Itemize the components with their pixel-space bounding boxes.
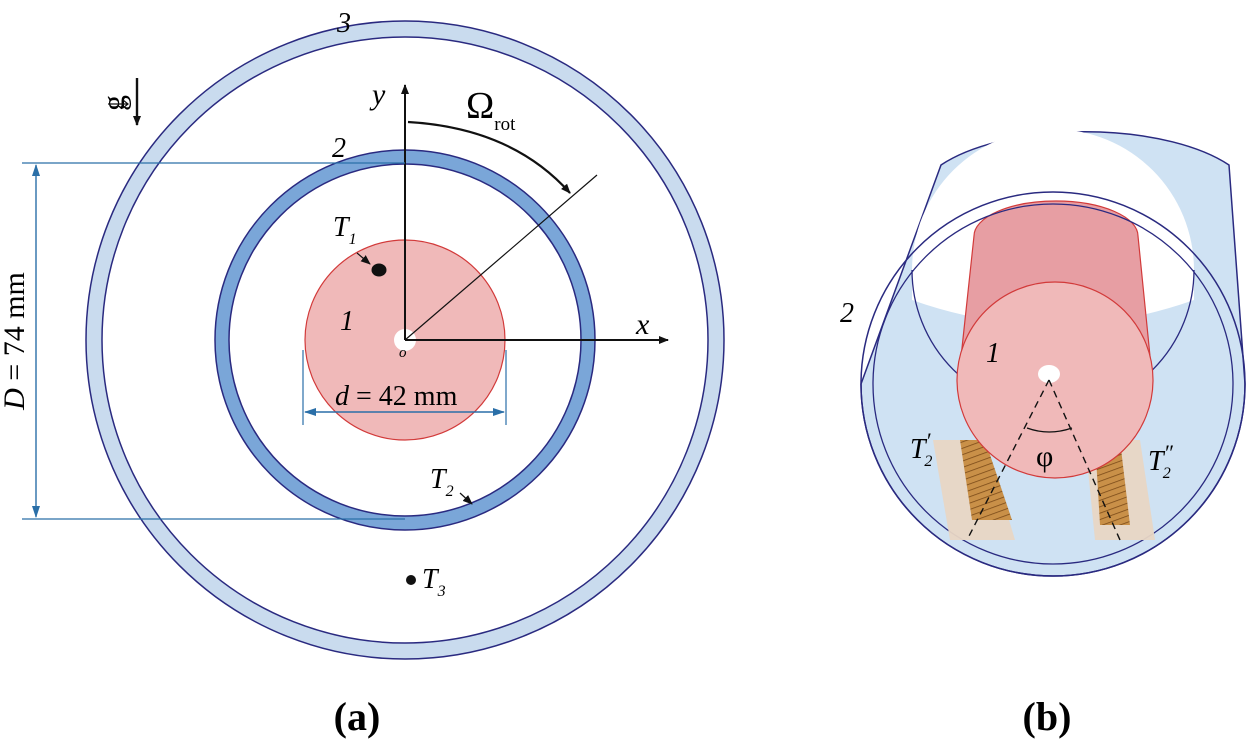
phi-arc <box>1026 427 1073 433</box>
T3-label: T3 <box>422 564 446 600</box>
D-dimension-label: D = 74 mm <box>0 272 31 411</box>
fiber-bundle-left <box>960 440 1012 520</box>
T2-double-prime-label: T″2 <box>1148 440 1174 482</box>
phi-line-left <box>966 379 1050 541</box>
T1-pointer <box>356 252 371 265</box>
rotor-face-hole <box>1038 365 1060 383</box>
y-axis-label: y <box>369 78 386 111</box>
origin-label: o <box>399 345 407 361</box>
ring-3 <box>86 21 724 659</box>
caption-a: (a) <box>334 694 381 739</box>
T2-prime-label: T′2 <box>910 428 932 470</box>
rotation-arrow <box>407 120 571 194</box>
T1-label: T1 <box>333 212 357 248</box>
tube-near-rim-outer <box>860 191 1246 577</box>
d-dimension-label: d = 42 mm <box>335 381 458 412</box>
radial-line <box>404 174 598 341</box>
omega-label: Ωrot <box>466 85 516 135</box>
panel-a: 3 2 1 y x o Ωrot g D = 74 mm d = 42 mm T… <box>0 8 725 739</box>
T2-pointer <box>459 492 473 505</box>
caption-b: (b) <box>1023 694 1072 739</box>
label-3: 3 <box>336 8 351 39</box>
tube-near-rim-inner <box>872 203 1234 565</box>
phi-label: φ <box>1036 440 1053 473</box>
T3-point <box>406 575 416 585</box>
T2-label: T2 <box>430 464 454 500</box>
gravity-label: g <box>95 95 131 111</box>
x-axis-label: x <box>635 308 650 341</box>
panel-b: 2 1 φ T′2 T″2 (b) <box>840 129 1246 739</box>
label-1: 1 <box>340 306 354 337</box>
T1-point <box>371 263 387 277</box>
label-2: 2 <box>332 133 346 164</box>
b-label-2: 2 <box>840 298 854 329</box>
phi-line-right <box>1048 379 1121 541</box>
gravity-vector-arrow <box>108 99 129 109</box>
b-label-1: 1 <box>986 338 1000 369</box>
